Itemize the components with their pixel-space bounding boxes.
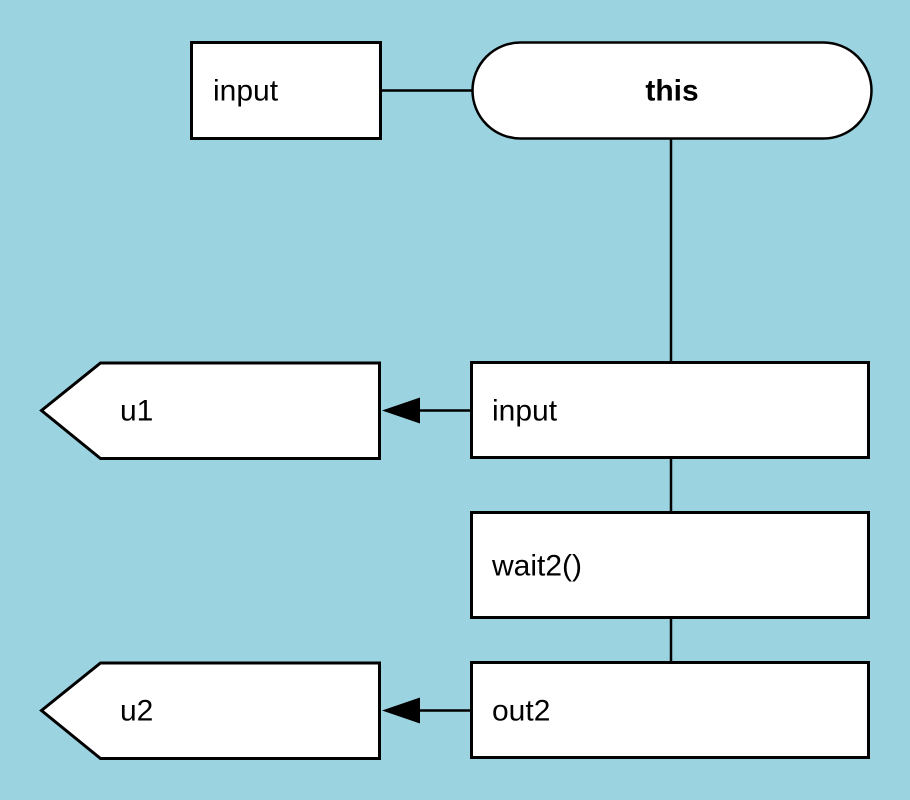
node-wait2-label: wait2() xyxy=(491,550,582,583)
node-out2[interactable]: out2 xyxy=(470,661,870,759)
node-this[interactable]: this xyxy=(471,41,873,140)
node-this-shape[interactable] xyxy=(471,41,873,140)
node-u2[interactable]: u2 xyxy=(39,661,381,760)
node-input-mid-shape[interactable] xyxy=(470,361,870,459)
node-input-mid[interactable]: input xyxy=(470,361,870,459)
node-u2-label: u2 xyxy=(120,695,153,728)
arrowhead-left-icon xyxy=(382,397,420,424)
node-input-top-shape[interactable] xyxy=(190,41,382,140)
node-u1-label: u1 xyxy=(120,395,153,428)
node-u1[interactable]: u1 xyxy=(39,361,381,460)
node-wait2[interactable]: wait2() xyxy=(470,511,870,619)
node-wait2-shape[interactable] xyxy=(470,511,870,619)
node-out2-label: out2 xyxy=(492,695,550,728)
node-this-label: this xyxy=(645,75,698,108)
node-input-top[interactable]: input xyxy=(190,41,382,140)
node-input-mid-label: input xyxy=(492,395,558,428)
node-out2-shape[interactable] xyxy=(470,661,870,759)
node-input-top-label: input xyxy=(213,75,279,108)
node-u2-shape[interactable] xyxy=(39,661,381,760)
arrowhead-left-icon xyxy=(382,697,420,724)
node-u1-shape[interactable] xyxy=(39,361,381,460)
